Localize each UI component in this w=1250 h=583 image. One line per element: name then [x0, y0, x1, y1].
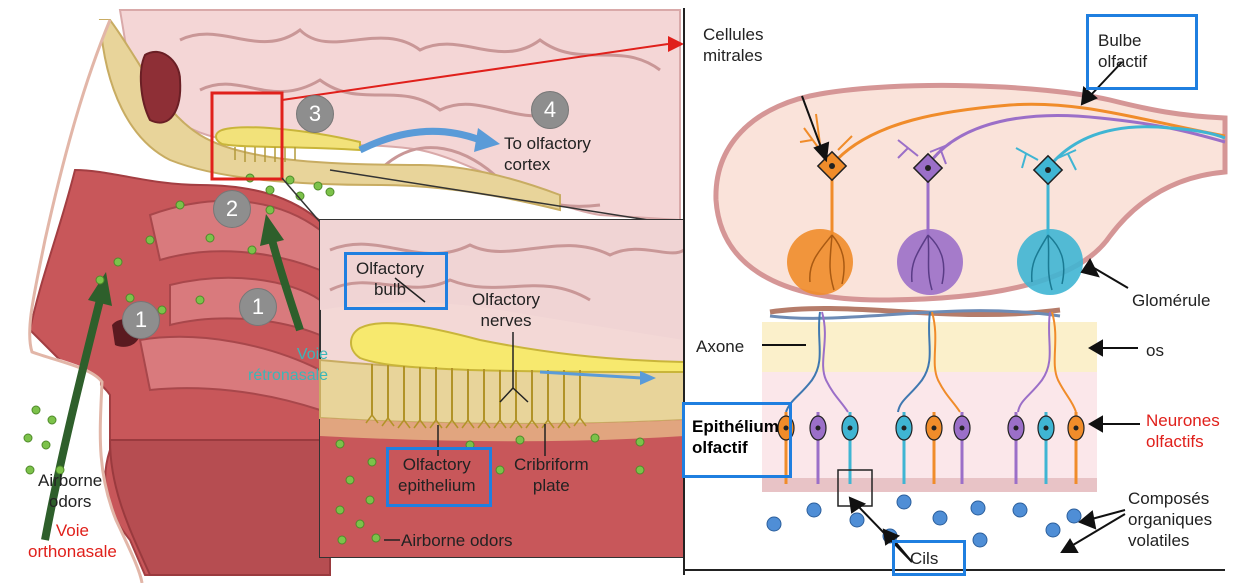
cils-label: Cils	[910, 548, 938, 569]
olfactory-bulb-label: Olfactory bulb	[356, 258, 424, 300]
bulbe-olfactif-label: Bulbe olfactif	[1098, 30, 1147, 72]
step-1-retronasal: 1	[239, 288, 277, 326]
step-3: 3	[296, 95, 334, 133]
voie-orthonasale-label: Voie orthonasale	[28, 520, 117, 562]
step-1-orthonasal: 1	[122, 301, 160, 339]
epithelium-olfactif-label: Epithélium olfactif	[692, 416, 779, 458]
airborne-odors-label: Airborne odors	[38, 470, 102, 512]
composes-label: Composés organiques volatiles	[1128, 488, 1212, 551]
os-label: os	[1146, 340, 1164, 361]
step-4: 4	[531, 91, 569, 129]
voie-retronasale-label: Voie rétronasale	[248, 344, 328, 386]
step-2: 2	[213, 190, 251, 228]
inset-airborne-odors-label: Airborne odors	[401, 530, 513, 551]
olfactory-nerves-label: Olfactory nerves	[472, 289, 540, 331]
cribriform-plate-label: Cribriform plate	[514, 454, 589, 496]
olfactory-epithelium-label: Olfactory epithelium	[398, 454, 476, 496]
glomerule-label: Glomérule	[1132, 290, 1210, 311]
axone-label: Axone	[696, 336, 744, 357]
neurones-olfactifs-label: Neurones olfactifs	[1146, 410, 1220, 452]
to-olfactory-cortex-label: To olfactory cortex	[504, 133, 591, 175]
cellules-mitrales-label: Cellules mitrales	[703, 24, 763, 66]
